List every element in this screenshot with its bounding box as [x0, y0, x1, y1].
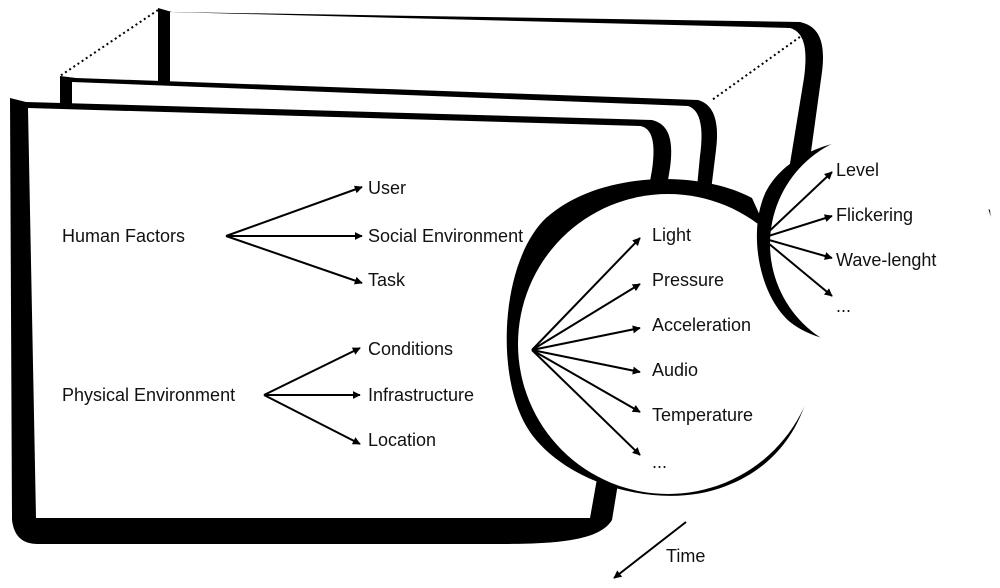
frame-connectors — [59, 9, 805, 101]
conditions-label: Conditions — [368, 339, 453, 359]
wave-length-label: Wave-lenght — [836, 250, 936, 270]
conditions-ellipsis-label: ... — [652, 452, 667, 472]
pressure-label: Pressure — [652, 270, 724, 290]
light-circle — [756, 132, 994, 356]
acceleration-label: Acceleration — [652, 315, 751, 335]
front-frame — [10, 98, 672, 544]
infrastructure-label: Infrastructure — [368, 385, 474, 405]
time-arrow — [613, 521, 687, 579]
physical-environment-label: Physical Environment — [62, 385, 235, 405]
level-label: Level — [836, 160, 879, 180]
temperature-label: Temperature — [652, 405, 753, 425]
light-label: Light — [652, 225, 691, 245]
user-label: User — [368, 178, 406, 198]
human-factors-label: Human Factors — [62, 226, 185, 246]
conditions-arrows — [531, 237, 641, 456]
conditions-circle — [506, 179, 818, 496]
light-ellipsis-label: ... — [836, 296, 851, 316]
physical-environment-arrows — [263, 347, 361, 445]
task-label: Task — [368, 270, 406, 290]
human-factors-arrows — [225, 185, 363, 285]
social-environment-label: Social Environment — [368, 226, 523, 246]
flickering-label: Flickering — [836, 205, 913, 225]
light-arrows — [761, 171, 833, 297]
audio-label: Audio — [652, 360, 698, 380]
time-label: Time — [666, 546, 705, 566]
location-label: Location — [368, 430, 436, 450]
